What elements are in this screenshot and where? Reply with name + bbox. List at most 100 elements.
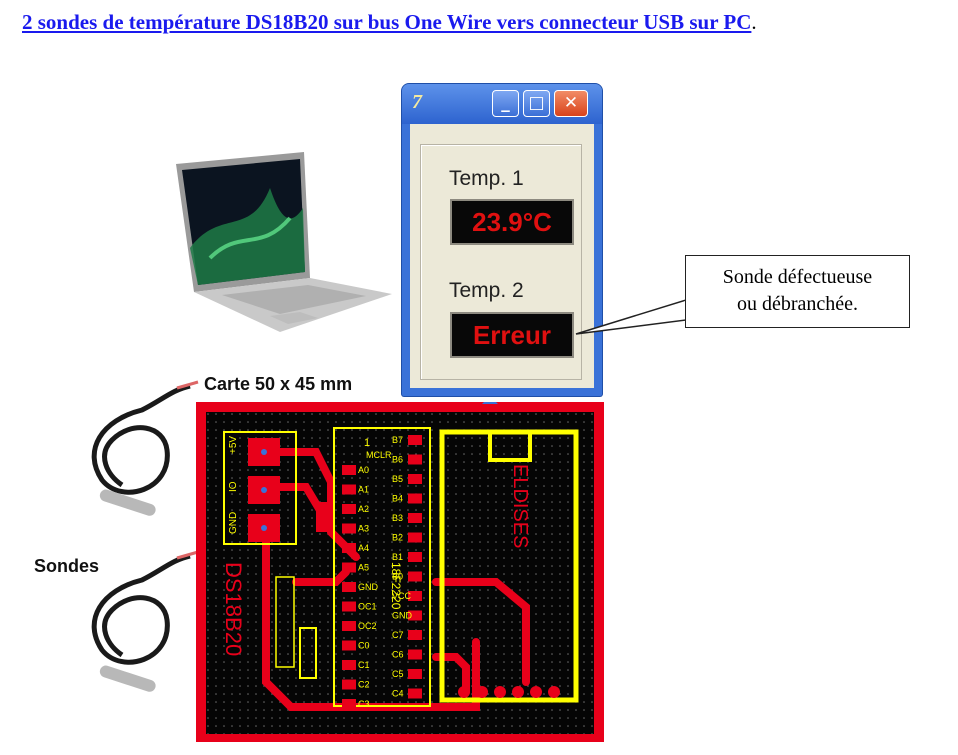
chip-pad-left [342, 640, 356, 651]
module-pad [530, 686, 542, 698]
chip-pad-left [342, 660, 356, 670]
chip-pad-right [408, 669, 422, 679]
chip-mclr: MCLR [366, 450, 392, 460]
window-titlebar[interactable]: 7 _ □ ✕ [402, 84, 602, 124]
module-pad [458, 686, 470, 698]
board-size-label: Carte 50 x 45 mm [204, 374, 353, 394]
chip-pin-left-label: A1 [358, 485, 369, 495]
maximize-button[interactable]: □ [523, 90, 550, 117]
chip-pin-left-label: C1 [358, 660, 370, 670]
chip-pin-right-label: B3 [392, 513, 403, 523]
chip-pad-right [408, 571, 422, 582]
chip-pin-left-label: C2 [358, 680, 370, 690]
chip-pad-left [342, 523, 356, 534]
probe-1-wires [176, 380, 199, 390]
chip-footprint: 1 MCLR 18F2220 A0A1A2A3A4A5GNDOC1OC2C0C1… [333, 427, 431, 709]
chip-pin-right-label: B6 [392, 455, 403, 465]
close-icon: ✕ [563, 93, 579, 113]
chip-pad-right [408, 688, 422, 699]
probe-2 [91, 553, 191, 665]
page-heading: 2 sondes de température DS18B20 sur bus … [22, 10, 757, 35]
chip-pin-right-label: GND [392, 611, 413, 621]
readout-panel: Temp. 1 23.9°C Temp. 2 Erreur [420, 144, 582, 380]
left-connector: +5V IO GND [223, 431, 297, 545]
resistor-footprint [299, 627, 317, 679]
chip-pin-right-label: C7 [392, 630, 404, 640]
close-button[interactable]: ✕ [554, 90, 588, 117]
chip-pin-right-label: B2 [392, 533, 403, 543]
chip-pin-left-label: A0 [358, 465, 369, 475]
chip-pad-right [408, 474, 422, 484]
app-logo-icon: 7 [412, 91, 422, 113]
chip-pin-right-label: B4 [392, 494, 403, 504]
chip-pin-right-label: B0 [392, 572, 403, 582]
chip-pad-left [342, 621, 356, 631]
chip-pad-left [342, 562, 356, 573]
chip-pin1: 1 [364, 437, 370, 449]
aurora [190, 188, 305, 285]
temp1-readout: 23.9°C [450, 199, 574, 245]
pad-small [316, 502, 330, 532]
laptop-keyboard [222, 285, 366, 314]
minimize-icon: _ [501, 93, 510, 113]
chip-pad-right [408, 435, 422, 445]
chip-pin-left-label: A5 [358, 563, 369, 573]
conn-pin-2: IO [228, 481, 239, 492]
chip-pin-right-label: C4 [392, 689, 404, 699]
chip-pad-right [408, 493, 422, 504]
chip-pin-right-label: C6 [392, 650, 404, 660]
chip-pad-right [408, 454, 422, 465]
temp1-label: Temp. 1 [449, 167, 524, 190]
callout-box: Sonde défectueuse ou débranchée. [685, 255, 910, 328]
chip-pin-left-label: C0 [358, 641, 370, 651]
chip-pad-right [408, 591, 422, 601]
probe-1-tip [99, 489, 156, 516]
module-pad [548, 686, 560, 698]
chip-pin-right-label: B1 [392, 552, 403, 562]
chip-pad-left [342, 699, 356, 709]
usb-module [439, 429, 579, 703]
cap-footprint [275, 576, 295, 668]
module-pad [512, 686, 524, 698]
heading-period: . [751, 10, 757, 34]
chip-pin-left-label: A2 [358, 504, 369, 514]
chip-pin-left-label: A4 [358, 543, 369, 553]
chip-pad-right [408, 532, 422, 543]
chip-pad-right [408, 649, 422, 660]
laptop-touchpad [270, 312, 318, 324]
laptop-image [176, 152, 392, 332]
pcb-image: +5V IO GND 1 MCLR 18F2220 A0A1A2A3A4A5GN… [196, 402, 604, 742]
chip-pin-right-label: VCC [392, 591, 412, 601]
chip-pin-right-label: B7 [392, 435, 403, 445]
chip-pad-left [342, 504, 356, 514]
chip-pin-left-label: OC1 [358, 602, 377, 612]
chip-pad-right [408, 610, 422, 621]
callout-line2: ou débranchée. [736, 293, 859, 315]
callout-pointer [575, 298, 688, 335]
chip-pad-right [408, 630, 422, 640]
probe-1 [91, 383, 191, 495]
pcb-label-eldises: ELDISES [509, 464, 531, 548]
minimize-button[interactable]: _ [492, 90, 519, 117]
chip-pin-right-label: C5 [392, 669, 404, 679]
probe-2-wires [176, 550, 199, 560]
chip-pad-left [342, 582, 356, 592]
chip-pad-left [342, 484, 356, 495]
window-client-area: Temp. 1 23.9°C Temp. 2 Erreur [410, 124, 594, 388]
chip-pin-left-label: GND [358, 582, 379, 592]
chip-name: 18F2220 [389, 562, 403, 610]
chip-pad-right [408, 513, 422, 523]
heading-link[interactable]: 2 sondes de température DS18B20 sur bus … [22, 10, 752, 34]
chip-pad-left [342, 679, 356, 690]
conn-pin-1: +5V [228, 436, 239, 454]
temp2-label: Temp. 2 [449, 279, 524, 302]
chip-pad-left [342, 543, 356, 553]
probe-2-tip [99, 665, 156, 692]
module-pad [494, 686, 506, 698]
callout-line1: Sonde défectueuse [722, 266, 873, 288]
chip-pad-left [342, 465, 356, 475]
probes-image [91, 380, 199, 692]
chip-pin-left-label: A3 [358, 524, 369, 534]
pcb-label-ds18b20: DS18B20 [221, 562, 246, 656]
chip-pad-right [408, 552, 422, 562]
